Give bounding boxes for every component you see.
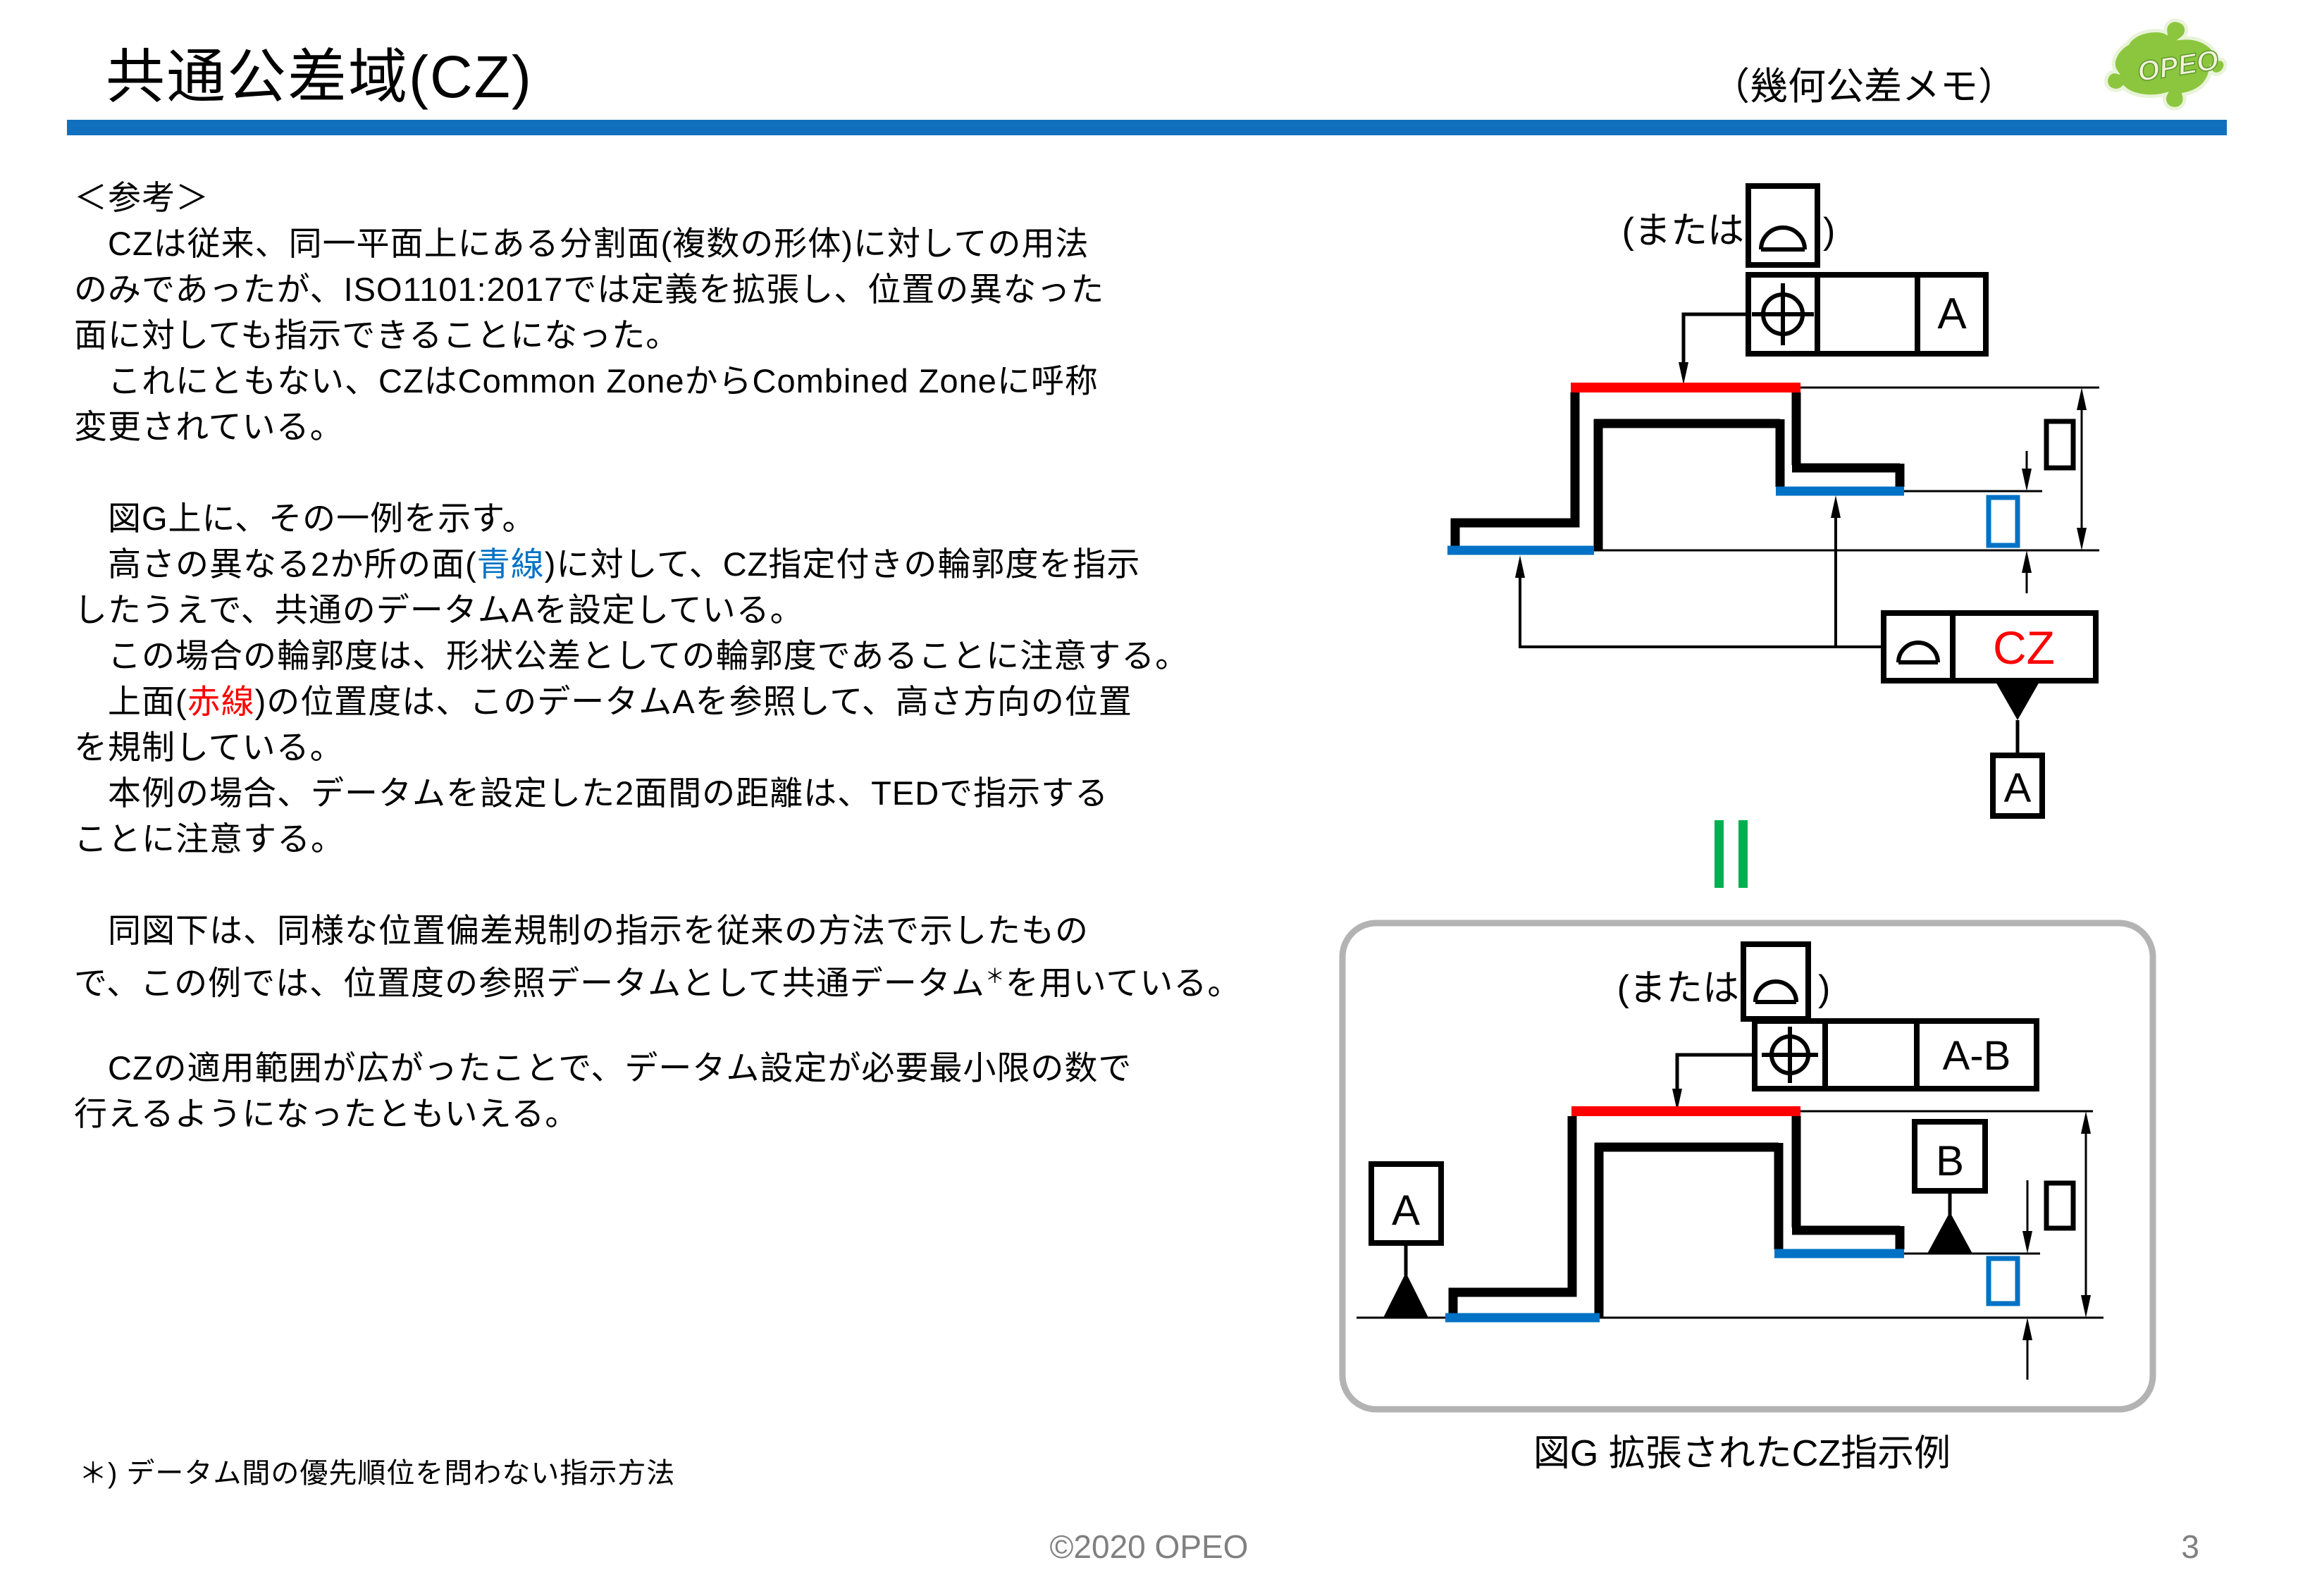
text-line: 行えるようになったともいえる。 bbox=[74, 1091, 1357, 1137]
text-segment: 変更されている。 bbox=[74, 408, 344, 445]
red-text: 赤線 bbox=[187, 683, 255, 720]
fcf-leader bbox=[1672, 1053, 1755, 1111]
text-segment: を規制している。 bbox=[74, 729, 344, 766]
figure-caption: 図G 拡張されたCZ指示例 bbox=[1533, 1433, 1951, 1474]
text-line: 本例の場合、データムを設定した2面間の距離は、TEDで指示する bbox=[74, 770, 1357, 816]
body-text: ＜参考＞ CZは従来、同一平面上にある分割面(複数の形体)に対しての用法のみであ… bbox=[74, 175, 1357, 1137]
datum-letter-a: A bbox=[1392, 1187, 1420, 1234]
text-segment: 行えるようになったともいえる。 bbox=[74, 1095, 579, 1132]
text-line: で、この例では、位置度の参照データムとして共通データム＊を用いている。 bbox=[74, 953, 1357, 1002]
blue-text: 青線 bbox=[476, 545, 545, 583]
text-segment: CZの適用範囲が広がったことで、データム設定が必要最小限の数で bbox=[74, 1049, 1132, 1087]
datum-b-symbol: B bbox=[1912, 1119, 1988, 1254]
datum-a-symbol: A bbox=[1369, 1161, 1444, 1318]
text-segment: で、この例では、位置度の参照データムとして共通データム bbox=[74, 964, 985, 1002]
ted-box-blue bbox=[1986, 495, 2020, 548]
alt-label-open: (または bbox=[1622, 211, 1744, 252]
profile-symbol-icon bbox=[1753, 979, 1798, 1004]
text-segment: を用いている。 bbox=[1005, 964, 1242, 1002]
title-underline-bar bbox=[67, 120, 2227, 135]
height-dimension bbox=[2044, 1111, 2091, 1318]
text-segment: 上面( bbox=[74, 683, 187, 720]
part-outline bbox=[1450, 392, 1905, 550]
height-dimension bbox=[2044, 388, 2087, 550]
text-line: のみであったが、ISO1101:2017では定義を拡張し、位置の異なった bbox=[74, 266, 1357, 312]
text-line: CZは従来、同一平面上にある分割面(複数の形体)に対しての用法 bbox=[74, 221, 1357, 266]
text-line: 同図下は、同様な位置偏差規制の指示を従来の方法で示したもの bbox=[74, 908, 1357, 953]
text-segment: この場合の輪郭度は、形状公差としての輪郭度であることに注意する。 bbox=[74, 637, 1190, 674]
text-line: これにともない、CZはCommon ZoneからCombined Zoneに呼称 bbox=[74, 358, 1357, 404]
text-segment: したうえで、共通のデータムAを設定している。 bbox=[74, 591, 804, 629]
position-fcf: A-B bbox=[1752, 1018, 2039, 1091]
position-symbol-icon bbox=[1762, 1027, 1818, 1083]
text-line: を規制している。 bbox=[74, 724, 1357, 770]
blank-line bbox=[74, 862, 1357, 908]
text-segment: ＊ bbox=[984, 965, 1006, 987]
profile-symbol-icon bbox=[1759, 225, 1807, 252]
footnote: ＊) データム間の優先順位を問わない指示方法 bbox=[79, 1458, 676, 1489]
ted-box-blue bbox=[1986, 1256, 2020, 1306]
profile-fcf-leaders bbox=[1515, 495, 1884, 648]
text-line: ことに注意する。 bbox=[74, 816, 1357, 862]
profile-symbol-box bbox=[1746, 183, 1820, 268]
header-note: （幾何公差メモ） bbox=[1712, 66, 2016, 108]
diagram-conventional-cz: (または ) A-B bbox=[1339, 920, 2156, 1474]
blank-line bbox=[74, 450, 1357, 495]
text-segment: )の位置度は、このデータムAを参照して、高さ方向の位置 bbox=[254, 683, 1132, 720]
text-segment: 図G上に、その一例を示す。 bbox=[74, 500, 536, 537]
text-segment: ことに注意する。 bbox=[74, 820, 345, 858]
page-number: 3 bbox=[2181, 1528, 2199, 1565]
datum-a-symbol: A bbox=[1990, 681, 2045, 819]
text-line: ＜参考＞ bbox=[74, 175, 1357, 221]
text-segment: 面に対しても指示できることになった。 bbox=[74, 316, 680, 354]
page-title: 共通公差域(CZ) bbox=[106, 44, 533, 110]
position-fcf: A bbox=[1746, 272, 1989, 357]
text-segment: 高さの異なる2か所の面( bbox=[74, 545, 477, 583]
datum-triangle bbox=[1383, 1273, 1428, 1318]
part-outline bbox=[1448, 1116, 1905, 1318]
step-dimension bbox=[1986, 1180, 2032, 1380]
step-dimension bbox=[1986, 451, 2032, 593]
text-segment: ＜参考＞ bbox=[74, 179, 209, 216]
text-line: 図G上に、その一例を示す。 bbox=[74, 495, 1357, 541]
equivalence-mark bbox=[1715, 820, 1748, 888]
datum-triangle bbox=[1995, 681, 2040, 720]
text-line: 上面(赤線)の位置度は、このデータムAを参照して、高さ方向の位置 bbox=[74, 679, 1357, 724]
datum-letter-b: B bbox=[1936, 1137, 1964, 1184]
fcf-leader bbox=[1679, 312, 1748, 385]
text-line: したうえで、共通のデータムAを設定している。 bbox=[74, 587, 1357, 633]
text-line: 変更されている。 bbox=[74, 404, 1357, 450]
alt-label-open: (または bbox=[1617, 968, 1739, 1009]
fcf-datum-ref: A bbox=[1937, 290, 1967, 338]
frame-border bbox=[1339, 920, 2156, 1413]
puzzle-piece-icon: OPEO bbox=[2104, 18, 2228, 111]
text-segment: CZは従来、同一平面上にある分割面(複数の形体)に対しての用法 bbox=[74, 225, 1089, 262]
ted-box-black bbox=[2044, 419, 2076, 471]
text-segment: のみであったが、ISO1101:2017では定義を拡張し、位置の異なった bbox=[74, 271, 1105, 308]
datum-triangle bbox=[1927, 1212, 1972, 1254]
diagram-extended-cz: (または ) A bbox=[1447, 183, 2099, 888]
datum-letter: A bbox=[2004, 765, 2032, 811]
blank-line bbox=[74, 999, 1357, 1045]
ted-box-black bbox=[2044, 1180, 2076, 1231]
position-symbol-icon bbox=[1752, 283, 1814, 345]
cz-modifier: CZ bbox=[1993, 621, 2055, 674]
text-line: CZの適用範囲が広がったことで、データム設定が必要最小限の数で bbox=[74, 1045, 1357, 1091]
fcf-datum-ref: A-B bbox=[1943, 1033, 2011, 1079]
text-segment: 同図下は、同様な位置偏差規制の指示を従来の方法で示したもの bbox=[74, 912, 1089, 949]
alt-label-close: ) bbox=[1818, 968, 1830, 1009]
profile-symbol-icon bbox=[1896, 641, 1940, 664]
text-segment: これにともない、CZはCommon ZoneからCombined Zoneに呼称 bbox=[74, 362, 1099, 400]
text-line: 面に対しても指示できることになった。 bbox=[74, 312, 1357, 358]
profile-cz-fcf: CZ bbox=[1881, 610, 2099, 683]
text-segment: 本例の場合、データムを設定した2面間の距離は、TEDで指示する bbox=[74, 774, 1109, 812]
opeo-logo: OPEO bbox=[2104, 18, 2228, 111]
text-line: この場合の輪郭度は、形状公差としての輪郭度であることに注意する。 bbox=[74, 633, 1357, 679]
alt-label-close: ) bbox=[1823, 211, 1835, 252]
copyright: ©2020 OPEO bbox=[1049, 1528, 1249, 1565]
text-line: 高さの異なる2か所の面(青線)に対して、CZ指定付きの輪郭度を指示 bbox=[74, 541, 1357, 587]
text-segment: )に対して、CZ指定付きの輪郭度を指示 bbox=[544, 545, 1141, 583]
